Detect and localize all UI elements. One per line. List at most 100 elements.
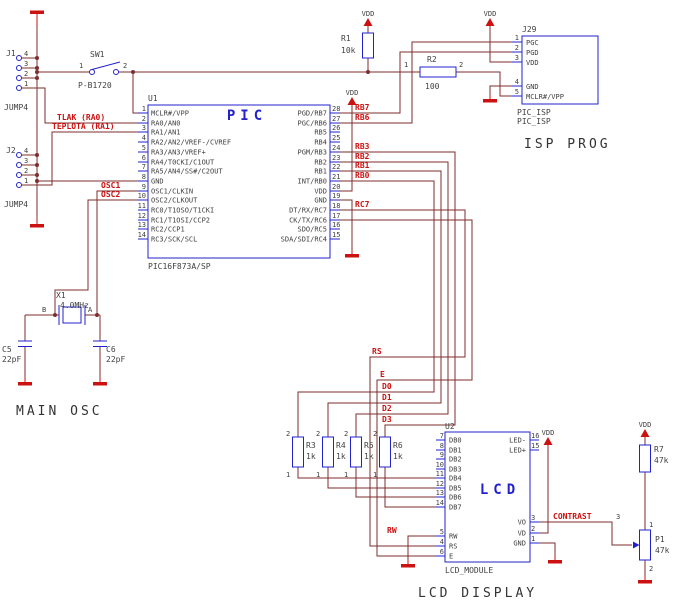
pin-name: OSC2/CLKOUT [151, 197, 198, 205]
part-value: 47k [655, 546, 670, 555]
switch-sw1[interactable]: SW1 1 2 P-B1720 [78, 50, 127, 90]
crystal-x1[interactable]: X1 4.0MHz B A [42, 291, 93, 325]
net-label-teplota: TEPLOTA (RA1) [52, 122, 115, 131]
vdd-symbols[interactable]: VDD VDD VDD VDD VDD [346, 10, 652, 445]
pin-number: 6 [142, 154, 146, 162]
pin-name: PGD [526, 49, 539, 57]
part-ref: C5 [2, 345, 12, 354]
net-label-e: E [380, 370, 385, 379]
pin-number: 4 [142, 134, 146, 142]
pin-name: SDA/SDI/RC4 [281, 236, 327, 244]
pin-number: 12 [436, 480, 444, 488]
lcd-module-u2[interactable]: U2 LCD LCD_MODULE 7 8 9 10 11 12 13 14 5… [436, 422, 540, 575]
pin-name: DB0 [449, 437, 462, 445]
resistor-r7[interactable]: R7 47k [639, 444, 669, 473]
resistor-r4[interactable]: 2 1 R4 1k [316, 430, 346, 479]
pin-name: GND [526, 83, 539, 91]
part-value: PIC_ISP [517, 108, 551, 117]
part-ref: R7 [654, 445, 664, 454]
part-ref: C6 [106, 345, 116, 354]
pin-number: 24 [332, 144, 340, 152]
pin-name: RA1/AN1 [151, 129, 181, 137]
gnd-symbol [345, 250, 359, 258]
connector-j29[interactable]: J29 1 2 3 4 5 PGC PGD VDD GND MCLR#/VPP … [515, 25, 599, 126]
pin-number: 2 [316, 430, 320, 438]
pin-name: RB4 [314, 139, 327, 147]
connector-j2[interactable]: J2 4 3 2 1 JUMP4 [4, 146, 28, 209]
resistor-r3[interactable]: 2 1 R3 1k [286, 430, 316, 479]
pin-number: 2 [373, 430, 377, 438]
net-wires[interactable] [22, 26, 646, 576]
part-ref: R5 [364, 441, 374, 450]
pin-name: DB6 [449, 494, 462, 502]
net-label-rb1: RB1 [355, 161, 370, 170]
net-label-rb7: RB7 [355, 103, 370, 112]
part-value: P-B1720 [78, 81, 112, 90]
vdd-symbol: VDD [542, 429, 554, 445]
chip-title: LCD [480, 482, 520, 498]
pin-name: RC2/CCP1 [151, 226, 185, 234]
pin-name: CK/TX/RC6 [289, 217, 327, 225]
pin-name: RC0/T1OSO/T1CKI [151, 207, 214, 215]
pin-name: LED- [509, 437, 526, 445]
ic-u1-pic[interactable]: U1 PIC PIC16F873A/SP 1 2 3 4 5 6 7 8 9 1… [138, 94, 341, 271]
connector-j1[interactable]: J1 4 3 2 1 JUMP4 [4, 49, 28, 112]
part-value: JUMP4 [4, 200, 28, 209]
part-value: 100 [425, 82, 440, 91]
potentiometer-p1[interactable]: P1 47k 3 1 2 [616, 513, 670, 573]
net-label-d1: D1 [382, 393, 392, 402]
pin-number: 2 [515, 44, 519, 52]
part-value: 10k [341, 46, 356, 55]
pin-number: 3 [24, 157, 28, 165]
net-labels: TLAK (RA0) TEPLOTA (RA1) OSC1 OSC2 RB7 R… [52, 103, 592, 535]
pin-name: VDD [526, 59, 539, 67]
pin-number: 11 [436, 470, 444, 478]
pin-number: 12 [138, 212, 146, 220]
pin-stubs [138, 41, 539, 557]
pin-number: 8 [440, 442, 444, 450]
capacitor-c5[interactable]: C5 22pF [2, 340, 32, 364]
gnd-symbol [548, 556, 562, 564]
pin-name: DB2 [449, 456, 462, 464]
vdd-symbol: VDD [362, 10, 374, 26]
caption-main-osc: MAIN OSC [16, 404, 103, 419]
pin-name: SDO/RC5 [297, 226, 327, 234]
pin-number: 19 [332, 192, 340, 200]
capacitor-c6[interactable]: C6 22pF [93, 340, 125, 364]
pin-name: DB3 [449, 466, 462, 474]
pin-number: 2 [286, 430, 290, 438]
part-ref: U1 [148, 94, 158, 103]
pin-name: DB1 [449, 447, 462, 455]
gnd-symbols[interactable] [18, 10, 652, 584]
part-value: PIC_ISP [517, 117, 551, 126]
pin-name: RA3/AN3/VREF+ [151, 149, 206, 157]
pin-number: 2 [123, 62, 127, 70]
pin-name: GND [314, 197, 327, 205]
pin-name: INT/RB0 [297, 178, 327, 186]
pin-number: 25 [332, 134, 340, 142]
pin-number: 2 [531, 525, 535, 533]
resistor-r2[interactable]: R2 100 1 2 [404, 55, 463, 91]
wire-layer[interactable] [22, 26, 646, 576]
pin-number: 1 [24, 177, 28, 185]
part-ref: J1 [6, 49, 16, 58]
pin-number: 2 [459, 61, 463, 69]
resistor-r1[interactable]: R1 10k [341, 32, 374, 59]
pin-name: MCLR#/VPP [151, 110, 189, 118]
gnd-symbol [638, 576, 652, 584]
part-value: 22pF [2, 355, 21, 364]
pin-number: 11 [138, 202, 146, 210]
pin-number: 3 [515, 54, 519, 62]
pin-number: 22 [332, 163, 340, 171]
pin-name: OSC1/CLKIN [151, 188, 193, 196]
pin-name: DT/RX/RC7 [289, 207, 327, 215]
part-value: 1k [393, 452, 403, 461]
vdd-label: VDD [484, 10, 497, 18]
part-value: 4.0MHz [60, 301, 89, 310]
resistor-r6[interactable]: 2 1 R6 1k [373, 430, 403, 479]
net-label-rb2: RB2 [355, 152, 370, 161]
vdd-symbol: VDD [484, 10, 497, 26]
pin-number: 4 [24, 50, 28, 58]
resistor-r5[interactable]: 2 1 R5 1k [344, 430, 374, 479]
